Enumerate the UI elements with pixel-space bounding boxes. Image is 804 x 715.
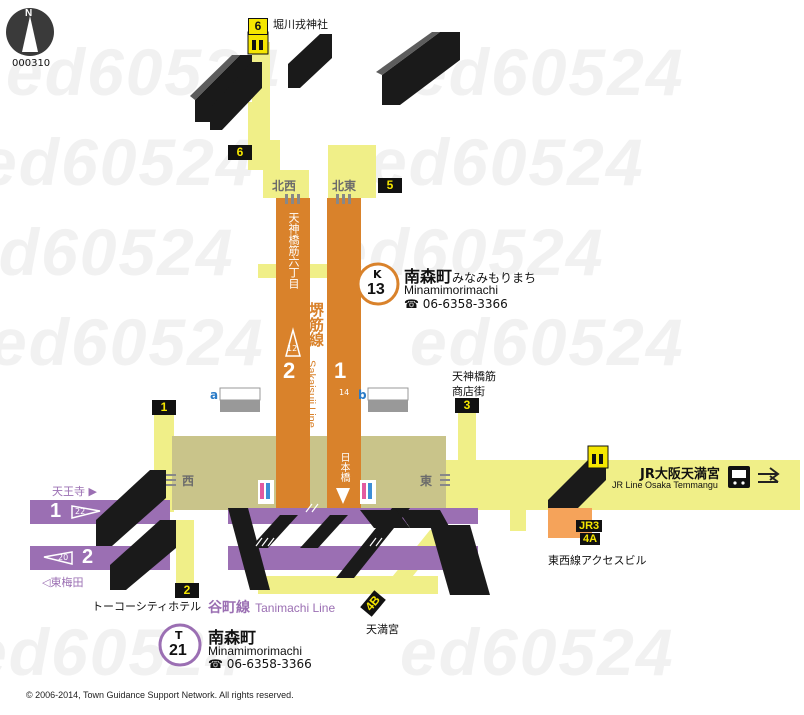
landmark-jr-osaka-temmangu-en: JR Line Osaka Temmangu — [612, 480, 718, 490]
platform-1-dest: 日本橋 — [338, 452, 349, 482]
tanimachi-1-dest: 天王寺 ▶ — [52, 483, 97, 499]
landmark-tenmangu: 天満宮 — [366, 623, 399, 636]
sakaisuji-line-ja: 堺筋線 — [307, 302, 325, 347]
station-k-name-en: Minamimorimachi — [404, 283, 499, 297]
platform-2-car: 12 — [287, 344, 298, 353]
map-id: 000310 — [12, 58, 51, 69]
watermark-5: ed60524 — [0, 215, 235, 289]
exit-5[interactable]: 5 — [378, 178, 402, 193]
station-k-kana: みなみもりまち — [452, 271, 537, 285]
landmark-tozai-access: 東西線アクセスビル — [548, 554, 647, 567]
direction-northeast: 北東 — [332, 179, 357, 193]
station-t-name-en: Minamimorimachi — [208, 644, 303, 658]
jr-arrow-icon — [758, 467, 780, 483]
compass-north-label: N — [25, 8, 33, 19]
toilet-icon-right — [360, 480, 376, 504]
station-k-code: K — [373, 268, 382, 281]
exit-jr3[interactable]: JR3 — [576, 520, 603, 532]
watermark-3: ed60524 — [0, 125, 255, 199]
exit-6[interactable]: 6 — [228, 145, 252, 160]
arrow-right-icon: ▶ — [85, 485, 97, 498]
train-icon — [728, 466, 750, 488]
station-k-name: 南森町 — [404, 267, 453, 286]
elevator-icon-top — [247, 31, 269, 55]
watermark-7: ed60524 — [0, 305, 265, 379]
sakaisuji-line-en: Sakaisuji Line — [305, 360, 317, 428]
toilet-icon-left — [258, 480, 274, 504]
exit-1[interactable]: 1 — [152, 400, 176, 415]
exit-2[interactable]: 2 — [175, 583, 199, 598]
station-k-number: 13 — [367, 281, 385, 298]
station-t-phone-number: 06-6358-3366 — [226, 657, 312, 671]
station-k-phone: ☎ 06-6358-3366 — [404, 297, 508, 311]
sakaisuji-platforms — [276, 194, 361, 508]
station-k-phone-number: 06-6358-3366 — [422, 297, 508, 311]
watermark-9: ed60524 — [0, 615, 245, 689]
gate-a-label: a — [210, 388, 219, 402]
tanimachi-1-dest-text: 天王寺 — [52, 485, 85, 498]
tanimachi-line-label: 谷町線 Tanimachi Line — [208, 597, 335, 617]
tanimachi-2-number: 2 — [82, 546, 94, 568]
landmark-tenjinbashi-2: 商店街 — [452, 385, 485, 398]
compass-icon — [6, 8, 54, 56]
copyright-text: 2006-2014, Town Guidance Support Network… — [35, 690, 294, 700]
platform-1-number: 1 — [334, 358, 347, 383]
tanimachi-line-en: Tanimachi Line — [255, 601, 336, 615]
direction-west: 西 — [182, 474, 195, 488]
exit-6-top[interactable]: 6 — [248, 18, 268, 35]
watermark-8: ed60524 — [410, 305, 685, 379]
elevator-icon-jr — [587, 445, 609, 469]
tanimachi-line-ja: 谷町線 — [208, 600, 250, 616]
platform-2-dest: 天神橋筋六丁目 — [287, 212, 300, 289]
landmark-jr-osaka-temmangu[interactable]: JR大阪天満宮 — [640, 467, 720, 482]
station-t-number: 21 — [169, 642, 187, 659]
landmark-tenjinbashi-1: 天神橋筋 — [452, 370, 496, 383]
gate-b-label: b — [358, 388, 367, 402]
copyright-icon: © — [26, 690, 36, 700]
gate-b-icons — [367, 387, 409, 412]
station-t-code: T — [175, 629, 183, 642]
station-t-badge — [158, 623, 202, 667]
copyright: © 2006-2014, Town Guidance Support Netwo… — [26, 690, 294, 700]
exit-4a[interactable]: 4A — [580, 533, 601, 545]
stairways — [96, 32, 606, 595]
watermark-4: ed60524 — [370, 125, 645, 199]
phone-icon: ☎ — [404, 297, 423, 311]
station-t-name-ja: 南森町 — [208, 628, 257, 647]
direction-northwest: 北西 — [272, 179, 297, 193]
arrow-left-icon: ◁ — [42, 576, 51, 589]
station-t-phone: ☎ 06-6358-3366 — [208, 657, 312, 671]
landmark-horikawa: 堀川戎神社 — [273, 18, 328, 31]
watermark-10: ed60524 — [400, 615, 675, 689]
station-k-name-ja: 南森町みなみもりまち — [404, 263, 536, 287]
tanimachi-2-car: 20 — [58, 553, 69, 562]
exit-3[interactable]: 3 — [455, 398, 479, 413]
gate-a-icons — [219, 387, 261, 412]
tanimachi-1-car: 22 — [75, 507, 86, 516]
platform-1-car: 14 — [339, 388, 350, 397]
tanimachi-2-dest: ◁東梅田 — [42, 574, 83, 590]
station-k-badge — [356, 262, 400, 306]
landmark-toko-hotel: トーコーシティホテル — [92, 600, 202, 613]
tanimachi-1-number: 1 — [50, 500, 62, 522]
stair-marks — [166, 474, 450, 486]
direction-east: 東 — [420, 474, 433, 488]
phone-icon: ☎ — [208, 657, 227, 671]
tanimachi-2-dest-text: 東梅田 — [50, 576, 84, 589]
platform-2-number: 2 — [283, 358, 296, 383]
